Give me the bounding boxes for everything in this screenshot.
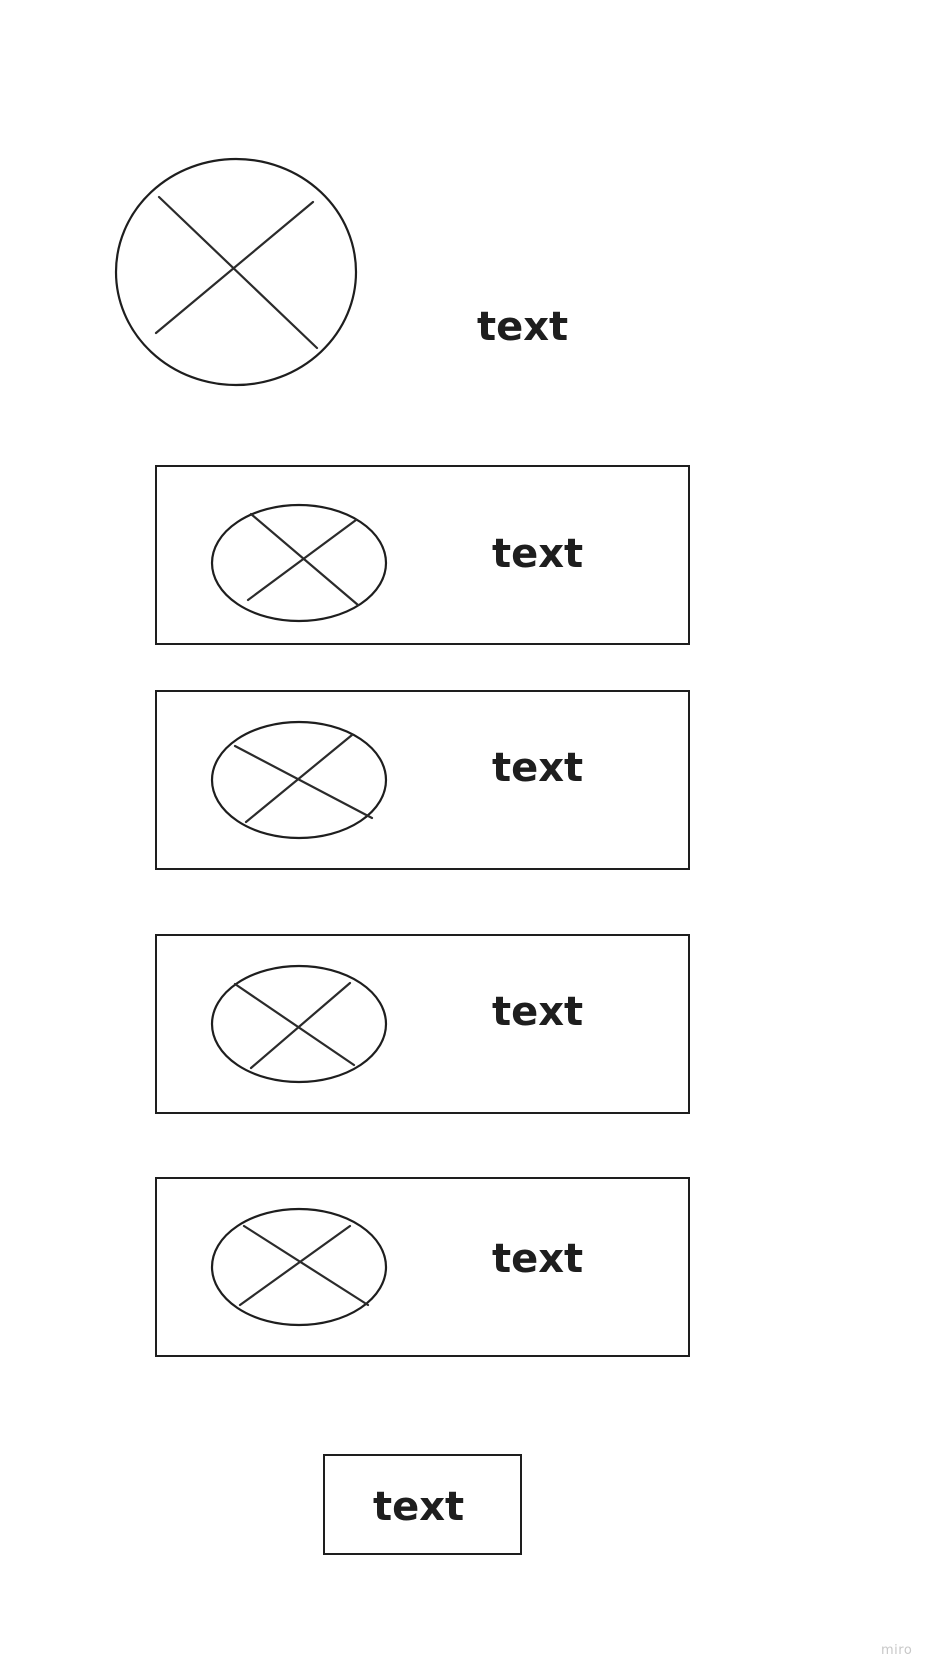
list-item-label: text — [492, 531, 584, 577]
header-label: text — [477, 304, 569, 350]
list-item-label: text — [492, 1236, 584, 1282]
image-placeholder-icon — [210, 503, 388, 623]
text-button-label: text — [373, 1484, 465, 1530]
image-placeholder-icon — [114, 157, 358, 387]
miro-watermark: miro — [881, 1643, 913, 1658]
text-button[interactable] — [323, 1454, 522, 1555]
list-item[interactable] — [155, 1177, 690, 1357]
image-placeholder-icon — [210, 964, 388, 1084]
list-item[interactable] — [155, 934, 690, 1114]
list-item-label: text — [492, 989, 584, 1035]
list-item-label: text — [492, 745, 584, 791]
list-item[interactable] — [155, 465, 690, 645]
image-placeholder-icon — [210, 720, 388, 840]
list-item[interactable] — [155, 690, 690, 870]
image-placeholder-icon — [210, 1207, 388, 1327]
